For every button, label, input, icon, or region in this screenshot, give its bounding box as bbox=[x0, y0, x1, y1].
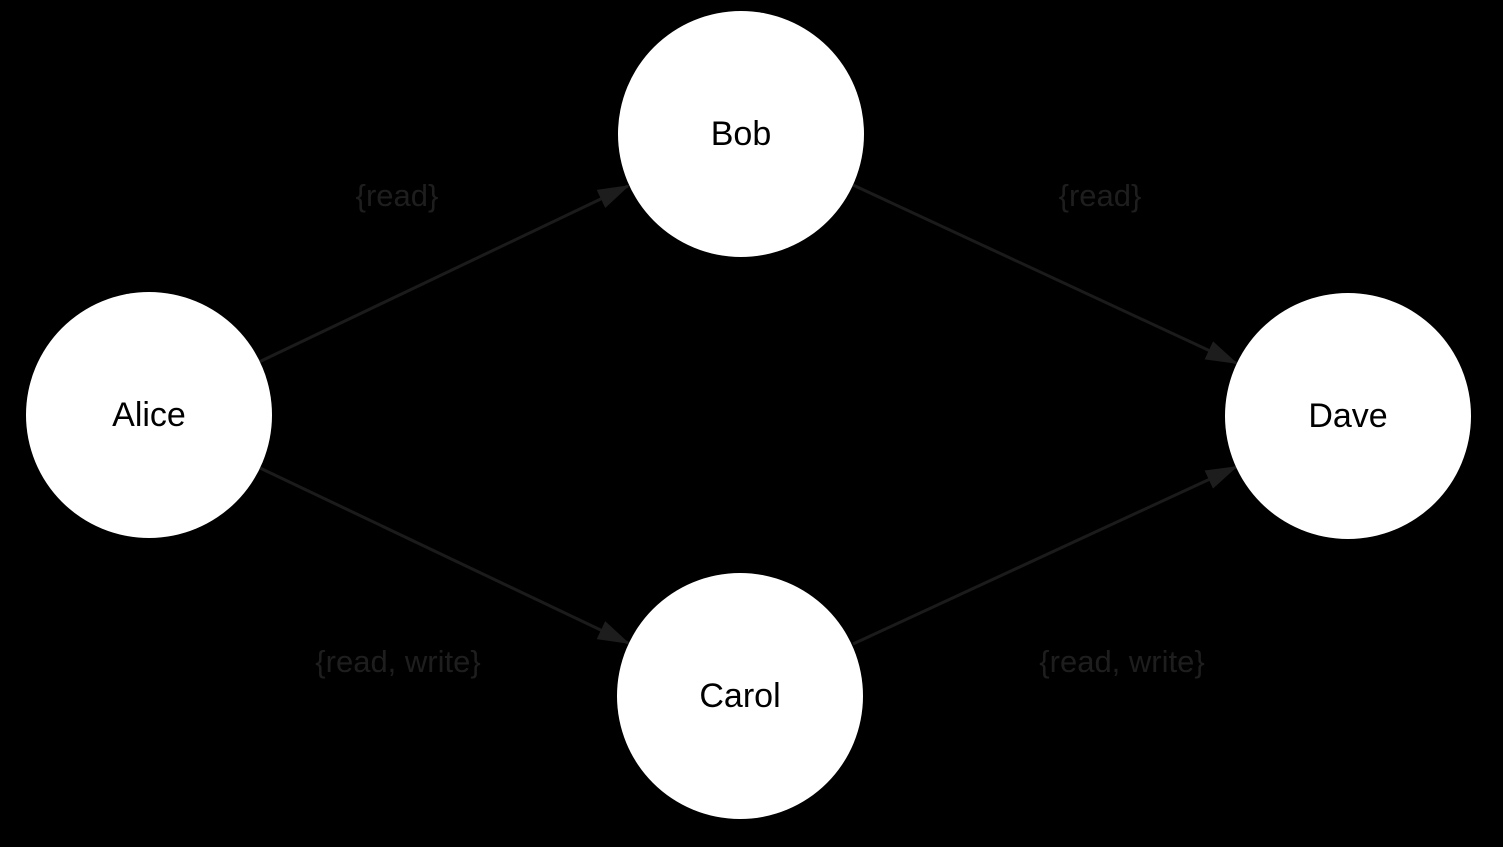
node-carol-circle bbox=[617, 573, 863, 819]
node-alice-circle bbox=[26, 292, 272, 538]
node-carol: Carol bbox=[617, 573, 863, 819]
edge-bob-dave: {read} bbox=[852, 178, 1238, 365]
edge-alice-bob: {read} bbox=[258, 178, 630, 364]
edge-label-alice-carol: {read, write} bbox=[315, 644, 480, 679]
edge-line-alice-carol bbox=[259, 466, 630, 645]
edge-line-carol-dave bbox=[852, 465, 1238, 646]
node-bob-circle bbox=[618, 11, 864, 257]
edge-line-bob-dave bbox=[852, 183, 1238, 365]
node-dave: Dave bbox=[1225, 293, 1471, 539]
node-dave-circle bbox=[1225, 293, 1471, 539]
edge-label-carol-dave: {read, write} bbox=[1039, 644, 1204, 679]
node-bob-label: Bob bbox=[711, 115, 772, 153]
node-bob: Bob bbox=[618, 11, 864, 257]
edge-alice-carol: {read, write} bbox=[259, 466, 630, 679]
node-dave-label: Dave bbox=[1308, 397, 1387, 435]
node-alice-label: Alice bbox=[112, 396, 186, 434]
node-alice: Alice bbox=[26, 292, 272, 538]
edge-label-alice-bob: {read} bbox=[356, 178, 439, 213]
edge-carol-dave: {read, write} bbox=[852, 465, 1238, 679]
node-carol-label: Carol bbox=[699, 677, 780, 715]
edge-line-alice-bob bbox=[258, 184, 630, 364]
edge-label-bob-dave: {read} bbox=[1059, 178, 1142, 213]
